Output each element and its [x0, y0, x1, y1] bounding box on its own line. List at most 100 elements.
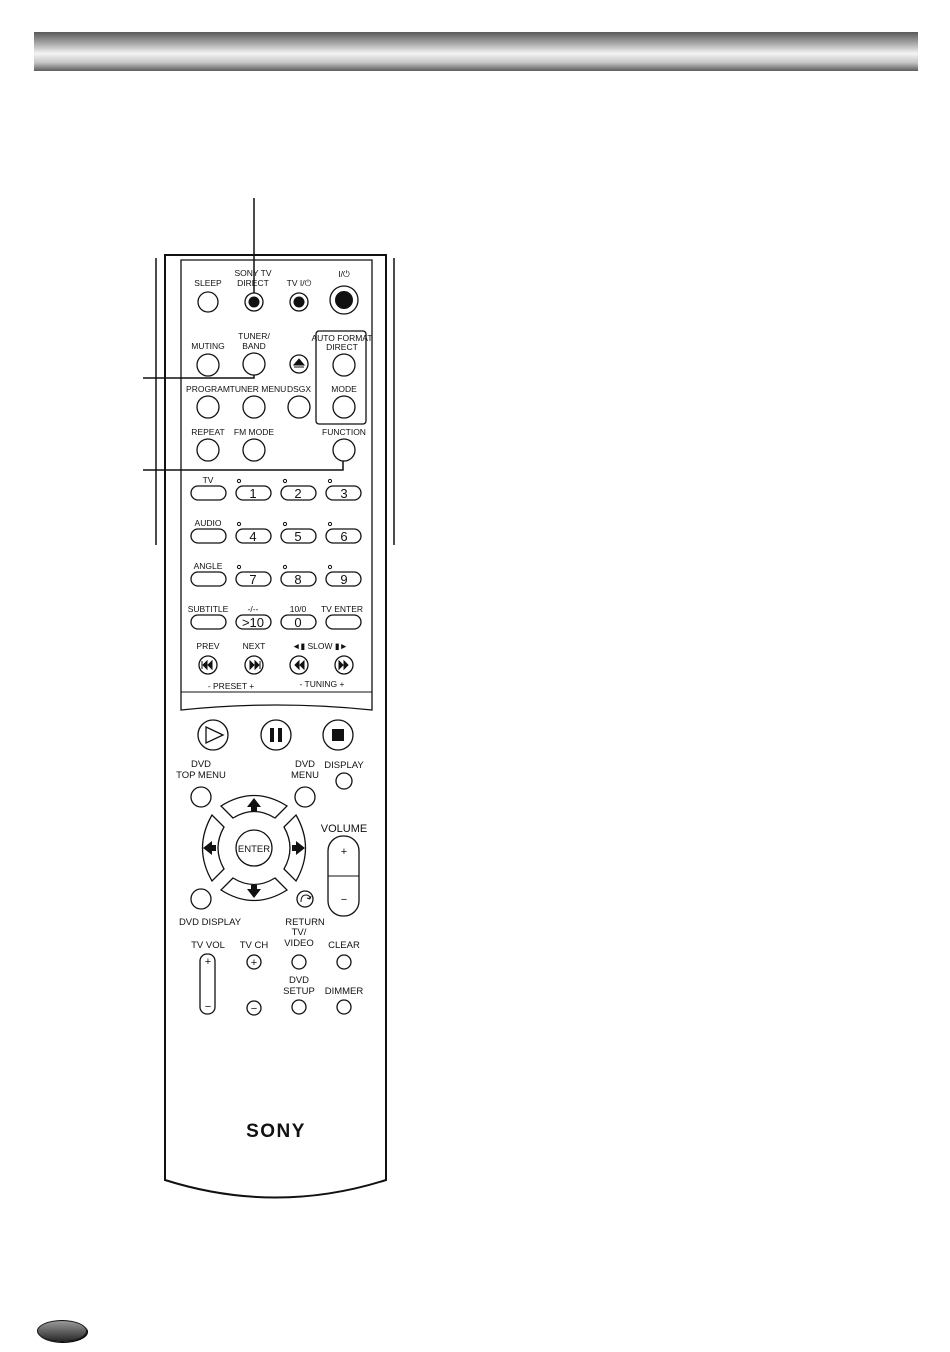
display-button[interactable] — [335, 772, 353, 790]
number-3-label: 3 — [340, 486, 347, 501]
direction-pad: ENTER — [201, 794, 307, 902]
mode-label: MODE — [331, 384, 357, 394]
clear-button[interactable] — [336, 954, 352, 970]
dvd-setup-label-1: DVD — [289, 975, 309, 986]
gt10-button[interactable] — [235, 614, 272, 630]
mode-button[interactable] — [332, 395, 356, 419]
dvd-menu-label-2: MENU — [291, 770, 319, 781]
audio-label: AUDIO — [195, 518, 222, 528]
tv-ch-plus-button[interactable] — [246, 954, 262, 970]
pause-button[interactable] — [260, 719, 292, 751]
tuning-label: - TUNING + — [300, 679, 345, 689]
ten-zero-label: 10/0 — [290, 604, 307, 614]
dvd-top-menu-button[interactable] — [190, 786, 212, 808]
right-arrow-icon — [292, 841, 305, 855]
subtitle-label: SUBTITLE — [188, 604, 229, 614]
header-bar — [34, 32, 918, 71]
clear-label: CLEAR — [328, 940, 360, 951]
pause-icon-bar — [278, 728, 282, 742]
tv-video-button[interactable] — [291, 954, 307, 970]
dvd-display-button[interactable] — [190, 888, 212, 910]
next-icon — [249, 659, 261, 671]
function-button[interactable] — [332, 438, 356, 462]
fm-mode-button[interactable] — [242, 438, 266, 462]
angle-label: ANGLE — [194, 561, 223, 571]
key-6-marker — [327, 521, 333, 527]
sony-tv-direct-label-2: DIRECT — [237, 278, 269, 288]
auto-format-direct-button[interactable] — [332, 353, 356, 377]
muting-label: MUTING — [191, 341, 225, 351]
return-icon — [300, 894, 312, 903]
tv-ch-minus-button[interactable] — [246, 1000, 262, 1016]
sleep-button[interactable] — [197, 291, 219, 313]
number-4-label: 4 — [249, 529, 256, 544]
tv-video-label-2: VIDEO — [284, 938, 314, 949]
sony-tv-direct-label-1: SONY TV — [234, 268, 271, 278]
number-6-label: 6 — [340, 529, 347, 544]
number-3-button[interactable] — [325, 485, 362, 501]
eject-icon — [292, 358, 306, 368]
dimmer-button[interactable] — [336, 999, 352, 1015]
tv-vol-minus-label: − — [205, 1001, 211, 1013]
dimmer-label: DIMMER — [325, 986, 364, 997]
number-4-button[interactable] — [235, 528, 272, 544]
volume-minus-label: − — [341, 894, 347, 906]
number-0-label: 0 — [294, 615, 301, 630]
tuner-band-label-1: TUNER/ — [238, 331, 270, 341]
return-button[interactable] — [296, 890, 314, 908]
number-6-button[interactable] — [325, 528, 362, 544]
prev-label: PREV — [196, 641, 219, 651]
display-label: DISPLAY — [324, 760, 364, 771]
fast-forward-icon — [338, 659, 349, 671]
repeat-button[interactable] — [196, 438, 220, 462]
volume-plus-label: + — [341, 846, 347, 858]
tuner-menu-label: TUNER MENU — [230, 384, 287, 394]
number-2-label: 2 — [294, 486, 301, 501]
next-label: NEXT — [243, 641, 266, 651]
tv-power-label: TV I/⏻ — [287, 278, 312, 288]
number-0-button[interactable] — [280, 614, 317, 630]
number-9-button[interactable] — [325, 571, 362, 587]
dsgx-button[interactable] — [287, 395, 311, 419]
muting-button[interactable] — [196, 353, 220, 377]
number-2-button[interactable] — [280, 485, 317, 501]
tv-button[interactable] — [190, 485, 227, 501]
gt10-label: >10 — [242, 615, 264, 630]
fm-mode-label: FM MODE — [234, 427, 274, 437]
program-button[interactable] — [196, 395, 220, 419]
dvd-setup-button[interactable] — [291, 999, 307, 1015]
down-arrow-icon — [247, 885, 261, 898]
tv-vol-plus-label: + — [205, 956, 211, 968]
dvd-menu-button[interactable] — [294, 786, 316, 808]
remote-upper-panel — [180, 259, 373, 711]
dsgx-label: DSGX — [287, 384, 311, 394]
number-8-button[interactable] — [280, 571, 317, 587]
number-1-button[interactable] — [235, 485, 272, 501]
tv-vol-rocker[interactable] — [199, 953, 216, 1015]
left-arrow-icon — [203, 841, 216, 855]
key-2-marker — [282, 478, 288, 484]
subtitle-button[interactable] — [190, 614, 227, 630]
tuner-menu-button[interactable] — [242, 395, 266, 419]
dvd-top-menu-label-1: DVD — [191, 759, 211, 770]
sleep-label: SLEEP — [194, 278, 222, 288]
enter-button[interactable] — [235, 829, 273, 867]
audio-button[interactable] — [190, 528, 227, 544]
tv-ch-plus-label: + — [251, 957, 257, 969]
tuner-band-button[interactable] — [242, 352, 266, 376]
number-5-button[interactable] — [280, 528, 317, 544]
tv-enter-button[interactable] — [325, 614, 362, 630]
key-5-marker — [282, 521, 288, 527]
play-icon — [205, 725, 225, 745]
angle-button[interactable] — [190, 571, 227, 587]
repeat-label: REPEAT — [191, 427, 224, 437]
number-7-button[interactable] — [235, 571, 272, 587]
tv-power-dot — [293, 296, 305, 308]
prev-icon — [201, 659, 213, 671]
tv-vol-label: TV VOL — [191, 940, 225, 951]
key-4-marker — [236, 521, 242, 527]
stop-icon — [332, 729, 344, 741]
key-8-marker — [282, 564, 288, 570]
tv-enter-label: TV ENTER — [321, 604, 363, 614]
